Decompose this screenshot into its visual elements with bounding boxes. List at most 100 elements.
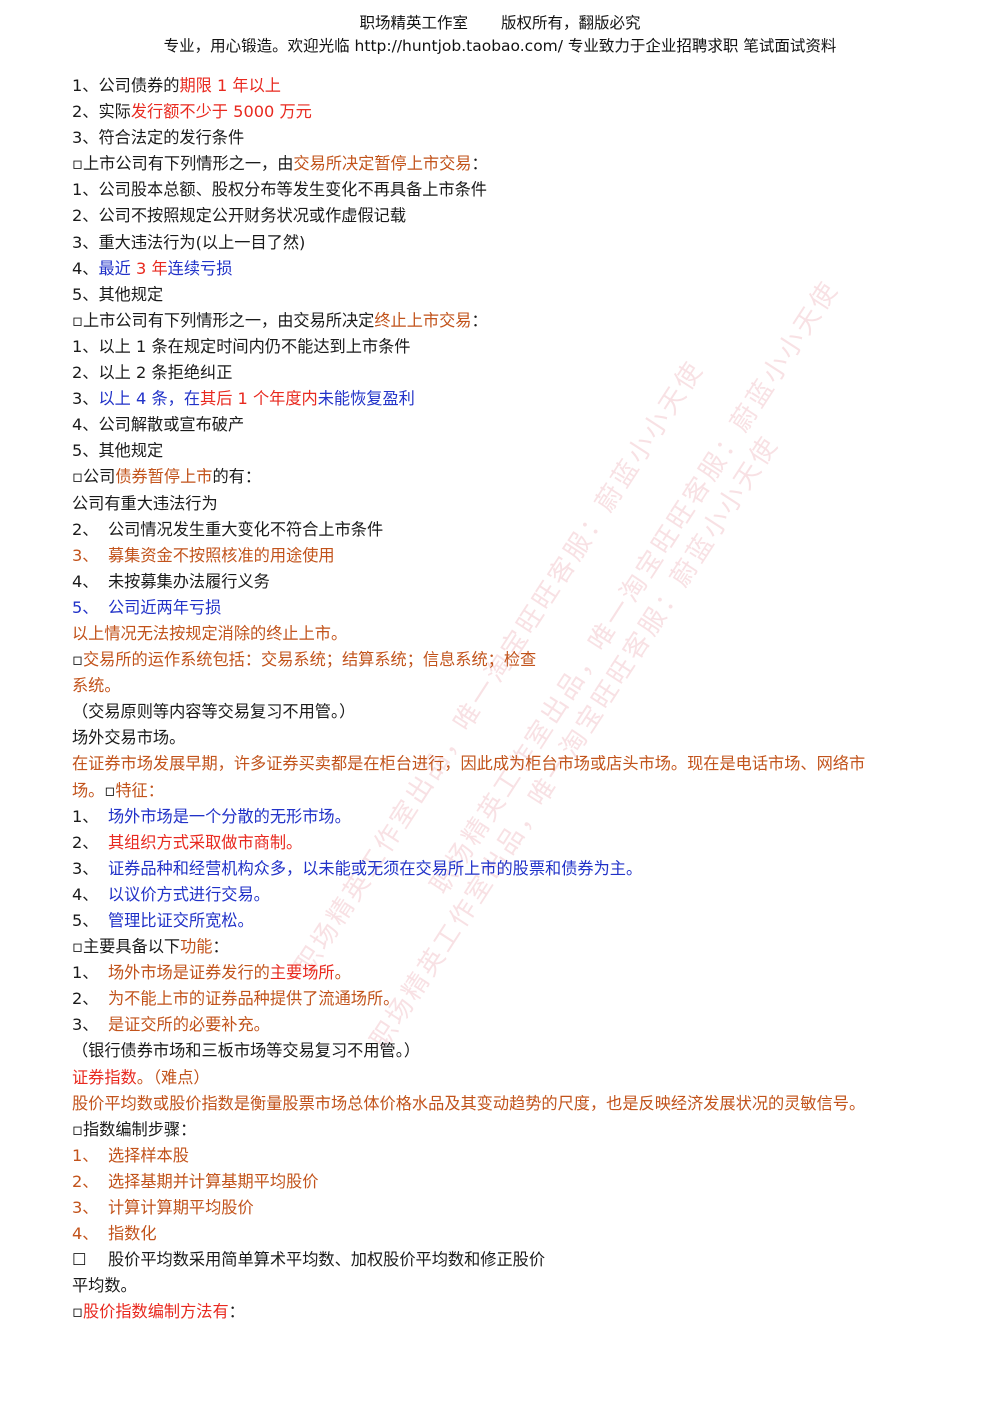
text-segment: 交易所决定暂停上市交易 <box>293 154 472 174</box>
text-segment: 其后 1 个年度内 <box>200 389 318 409</box>
text-segment: 2、 <box>72 519 99 539</box>
text-segment: 3、 <box>72 1198 99 1218</box>
text-segment: 1、 <box>72 806 99 826</box>
text-segment: ： <box>228 1302 245 1322</box>
text-segment: 特征： <box>115 780 164 800</box>
text-line: ▫上市公司有下列情形之一，由交易所决定终止上市交易： <box>72 308 952 334</box>
text-segment: 3、重大违法行为(以上一目了然) <box>72 232 306 252</box>
text-segment: 5、其他规定 <box>72 284 164 304</box>
text-segment: （银行债券市场和三板市场等交易复习不用管。） <box>72 1041 421 1061</box>
text-line: 3、以上 4 条，在其后 1 个年度内未能恢复盈利 <box>72 386 952 412</box>
text-segment: 的有： <box>212 467 262 487</box>
text-segment: 3、 <box>72 1015 99 1035</box>
text-segment: 2、实际 <box>72 102 131 122</box>
text-line: 2、实际发行额不少于 5000 万元 <box>72 99 952 125</box>
text-line: 4、未按募集办法履行义务 <box>72 569 952 595</box>
text-segment: 2、以上 2 条拒绝纠正 <box>72 363 233 383</box>
copyright-notice: 版权所有，翻版必究 <box>500 14 641 32</box>
text-segment: 管理比证交所宽松。 <box>108 911 254 930</box>
text-segment: 1、公司股本总额、股权分布等发生变化不再具备上市条件 <box>72 180 487 200</box>
text-segment: 1、公司债券的 <box>72 76 180 95</box>
text-line: ▫主要具备以下功能： <box>72 934 952 960</box>
text-segment: 发行额不少于 5000 万元 <box>130 102 312 122</box>
text-segment: 其组织方式采取做市商制。 <box>108 832 303 852</box>
text-segment: 4、 <box>72 571 99 591</box>
text-segment: 3 年 <box>136 258 168 278</box>
text-segment: 计算计算期平均股价 <box>108 1198 254 1218</box>
text-segment: 4、 <box>72 884 99 904</box>
text-segment: ▫指数编制步骤： <box>72 1119 197 1139</box>
text-segment: 功能 <box>180 937 213 957</box>
text-line: ▫上市公司有下列情形之一，由交易所决定暂停上市交易： <box>72 151 952 177</box>
text-segment: 3、符合法定的发行条件 <box>72 128 245 148</box>
text-line: 系统。 <box>72 673 952 699</box>
text-segment: 场外市场是一个分散的无形市场。 <box>108 806 351 826</box>
text-line: 5、其他规定 <box>72 282 952 308</box>
text-line: 1、场外市场是一个分散的无形市场。 <box>72 804 952 830</box>
text-segment: 4、公司解散或宣布破产 <box>72 415 245 435</box>
text-line: 4、公司解散或宣布破产 <box>72 412 952 438</box>
text-line: 3、计算计算期平均股价 <box>72 1195 952 1221</box>
text-segment: 证券品种和经营机构众多，以未能或无须在交易所上市的股票和债券为主。 <box>108 858 643 878</box>
text-segment: 5、其他规定 <box>72 441 164 461</box>
text-segment: ▫公司 <box>72 467 116 487</box>
text-line: 2、其组织方式采取做市商制。 <box>72 830 952 856</box>
text-segment: 债券暂停上市 <box>115 467 213 487</box>
text-segment: 1、 <box>72 1145 99 1165</box>
text-line: 公司有重大违法行为 <box>72 491 952 517</box>
text-segment: ▫主要具备以下 <box>72 937 181 957</box>
text-line: 1、选择样本股 <box>72 1143 952 1169</box>
text-segment: 2、 <box>72 989 99 1009</box>
text-segment: ： <box>471 154 488 174</box>
text-segment: 为不能上市的证券品种提供了流通场所。 <box>108 989 400 1009</box>
text-line: ▫指数编制步骤： <box>72 1117 952 1143</box>
text-segment: 场。 <box>72 780 105 800</box>
text-segment: 最近 <box>98 258 137 278</box>
text-segment: 平均数。 <box>72 1276 137 1296</box>
text-line: 1、场外市场是证券发行的主要场所。 <box>72 960 952 986</box>
text-line: 3、证券品种和经营机构众多，以未能或无须在交易所上市的股票和债券为主。 <box>72 856 952 882</box>
text-line: ▫股价指数编制方法有： <box>72 1299 952 1325</box>
text-segment: 2、 <box>72 1171 99 1191</box>
text-segment: 未按募集办法履行义务 <box>108 571 270 591</box>
text-line: 场。▫特征： <box>72 778 952 804</box>
text-segment: 期限 1 年以上 <box>179 76 281 95</box>
text-segment: 股价指数编制方法有 <box>82 1302 229 1322</box>
text-segment: ： <box>471 310 488 330</box>
text-segment: 。（难点） <box>136 1067 210 1087</box>
text-segment: 是证交所的必要补充。 <box>108 1015 270 1035</box>
text-segment: 4、 <box>72 258 99 278</box>
text-line: 平均数。 <box>72 1273 952 1299</box>
text-segment: ▫上市公司有下列情形之一，由 <box>72 154 294 174</box>
text-segment: 选择基期并计算基期平均股价 <box>108 1171 319 1191</box>
text-segment: （交易原则等内容等交易复习不用管。） <box>72 702 356 722</box>
text-segment: 4、 <box>72 1224 99 1244</box>
text-segment: 指数化 <box>108 1224 157 1244</box>
text-line: 2、选择基期并计算基期平均股价 <box>72 1169 952 1195</box>
text-segment: 交易所的运作系统包括：交易系统；结算系统；信息系统；检查 <box>82 650 537 670</box>
text-segment: 3、 <box>72 858 99 878</box>
text-segment: 终止上市交易 <box>374 310 472 330</box>
text-segment: 选择样本股 <box>108 1145 189 1165</box>
text-segment: 公司情况发生重大变化不符合上市条件 <box>108 519 384 539</box>
text-line: 2、公司不按照规定公开财务状况或作虚假记载 <box>72 203 952 229</box>
text-segment: ☐ <box>72 1250 87 1270</box>
text-segment: 5、 <box>72 597 99 617</box>
text-line: ▫公司债券暂停上市的有： <box>72 464 952 490</box>
text-segment: 3、 <box>72 389 99 409</box>
text-segment: 证券指数 <box>72 1067 137 1087</box>
text-line: 以上情况无法按规定消除的终止上市。 <box>72 621 952 647</box>
text-segment: 公司近两年亏损 <box>108 597 222 617</box>
text-line: 1、以上 1 条在规定时间内仍不能达到上市条件 <box>72 334 952 360</box>
text-segment: 未能恢复盈利 <box>317 389 415 409</box>
text-segment: 以上情况无法按规定消除的终止上市。 <box>72 623 348 643</box>
text-segment: 公司有重大违法行为 <box>72 493 218 513</box>
text-segment: 场外交易市场。 <box>72 728 186 748</box>
text-segment: 3、 <box>72 545 99 565</box>
text-line: 证券指数。（难点） <box>72 1065 952 1091</box>
text-line: 在证券市场发展早期，许多证券买卖都是在柜台进行，因此成为柜台市场或店头市场。现在… <box>72 751 952 777</box>
header-tagline: 专业，用心锻造。欢迎光临 http://huntjob.taobao.com/ … <box>163 37 837 55</box>
text-segment: 在证券市场发展早期，许多证券买卖都是在柜台进行，因此成为柜台市场或店头市场。现在… <box>72 754 866 774</box>
text-segment: 1、以上 1 条在规定时间内仍不能达到上市条件 <box>72 336 411 356</box>
header-line-1: 职场精英工作室 版权所有，翻版必究 <box>0 12 1000 35</box>
